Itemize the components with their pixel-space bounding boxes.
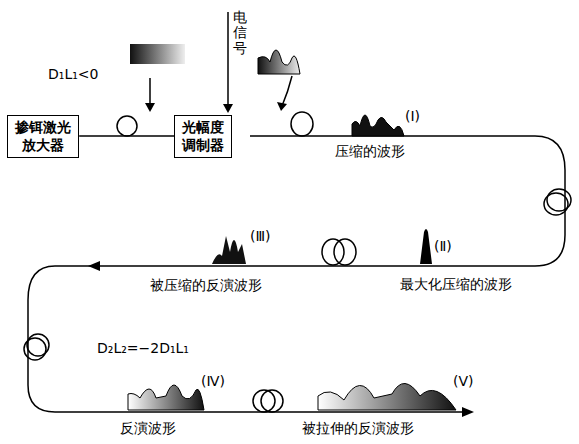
- signal-label: 电信号: [233, 10, 247, 56]
- waveform-label: (Ⅴ): [453, 373, 474, 390]
- waveform-label: (Ⅳ): [201, 373, 225, 390]
- device-box: 光幅度调制器: [174, 115, 232, 158]
- device-box: 掺铒激光放大器: [7, 115, 79, 158]
- waveform-label: (Ⅰ): [405, 108, 420, 125]
- waveform-label: D₂L₂=−2D₁L₁: [97, 340, 189, 357]
- waveform-label: 被拉伸的反演波形: [302, 420, 414, 437]
- optical-fiber: [79, 136, 174, 137]
- waveform-label: D₁L₁<0: [48, 66, 98, 83]
- waveform-label: (Ⅱ): [434, 238, 452, 255]
- waveform-label: 压缩的波形: [335, 143, 405, 160]
- waveform-label: 反演波形: [120, 420, 176, 437]
- box-text: 光幅度调制器: [180, 119, 226, 154]
- waveform-label: 最大化压缩的波形: [400, 276, 512, 293]
- waveform-label: 被压缩的反演波形: [150, 277, 262, 294]
- waveform-label: (Ⅲ): [250, 228, 271, 245]
- box-text: 掺铒激光放大器: [13, 119, 73, 154]
